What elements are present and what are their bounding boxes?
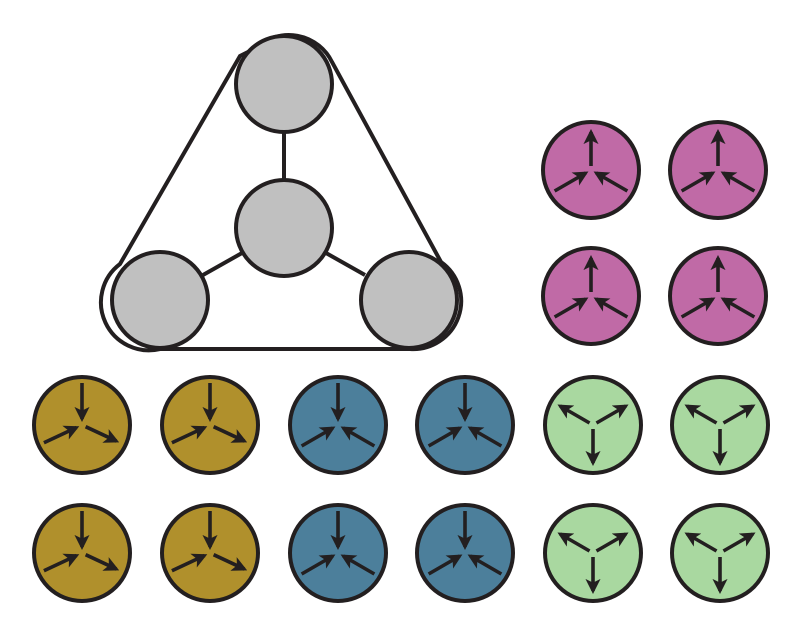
- spin-icon-down-in-left-in-right-out: [32, 375, 132, 475]
- spin-icon-all-in: [288, 503, 388, 603]
- spin-icon-down-in-left-in-right-out: [32, 503, 132, 603]
- spin-arrow-out: [595, 404, 629, 425]
- spin-icon-up-out-two-in: [668, 246, 768, 346]
- spin-circle: [670, 375, 770, 475]
- spin-arrow-in: [300, 554, 336, 576]
- spin-arrow-out: [212, 425, 248, 443]
- spin-arrow-in: [43, 425, 80, 445]
- spin-arrow-in: [43, 553, 80, 573]
- spin-circle: [415, 375, 515, 475]
- spin-arrow-in: [593, 297, 629, 319]
- spin-arrow-out: [684, 404, 718, 425]
- node-left: [110, 250, 210, 350]
- spin-arrow-in: [680, 297, 716, 319]
- triangle-outline: [98, 33, 464, 353]
- spin-icon-up-out-two-in: [541, 246, 641, 346]
- spin-icon-all-in: [415, 375, 515, 475]
- spin-circle: [160, 375, 260, 475]
- template-triangle: [98, 33, 464, 353]
- spin-icon-up-out-two-in: [668, 120, 768, 220]
- spin-icon-up-out-two-in: [541, 120, 641, 220]
- spin-arrow-in: [467, 426, 503, 448]
- spin-circle: [32, 375, 132, 475]
- spin-arrow-out: [557, 532, 591, 553]
- spin-arrow-out: [212, 553, 248, 571]
- spin-icon-down-in-left-in-right-out: [160, 375, 260, 475]
- spin-icon-down-in-left-in-right-out: [160, 503, 260, 603]
- spin-arrow-out: [722, 532, 756, 553]
- spin-circle: [543, 375, 643, 475]
- template-edges: [202, 132, 366, 277]
- spin-arrow-in: [720, 297, 756, 319]
- spin-circle: [668, 120, 768, 220]
- spin-arrow-in: [171, 425, 208, 445]
- spin-arrow-in: [680, 171, 716, 193]
- spin-arrow-out: [84, 553, 120, 571]
- spin-group-green: [543, 375, 770, 603]
- spin-groups: [32, 120, 770, 603]
- spin-icon-all-out: [543, 375, 643, 475]
- spin-arrow-in: [340, 554, 376, 576]
- spin-circle: [668, 246, 768, 346]
- spin-group-gold: [32, 375, 260, 603]
- spin-circle: [541, 120, 641, 220]
- node-center: [234, 178, 334, 278]
- spin-group-blue: [288, 375, 515, 603]
- spin-arrow-out: [84, 425, 120, 443]
- spin-arrow-in: [427, 426, 463, 448]
- spin-icon-all-out: [543, 503, 643, 603]
- spin-arrow-in: [553, 171, 589, 193]
- spin-arrow-out: [722, 404, 756, 425]
- spin-arrow-in: [467, 554, 503, 576]
- spin-circle: [543, 503, 643, 603]
- edge-center-right: [325, 251, 366, 277]
- spin-icon-all-out: [670, 375, 770, 475]
- spin-circle: [288, 503, 388, 603]
- spin-arrow-out: [595, 532, 629, 553]
- spin-icon-all-out: [670, 503, 770, 603]
- spin-circle: [160, 503, 260, 603]
- spin-circle: [415, 503, 515, 603]
- spin-icon-all-in: [288, 375, 388, 475]
- spin-circle: [541, 246, 641, 346]
- spin-arrow-in: [553, 297, 589, 319]
- spin-circle: [670, 503, 770, 603]
- node-top: [234, 34, 334, 134]
- spin-arrow-in: [427, 554, 463, 576]
- spin-arrow-in: [340, 426, 376, 448]
- spin-icon-all-in: [415, 503, 515, 603]
- spin-group-magenta: [541, 120, 768, 346]
- spin-arrow-out: [684, 532, 718, 553]
- spin-circle: [288, 375, 388, 475]
- spin-arrow-out: [557, 404, 591, 425]
- spin-circle: [32, 503, 132, 603]
- spin-arrow-in: [593, 171, 629, 193]
- spin-arrow-in: [300, 426, 336, 448]
- node-right: [359, 250, 459, 350]
- spin-arrow-in: [171, 553, 208, 573]
- spin-arrow-in: [720, 171, 756, 193]
- edge-center-left: [202, 251, 243, 277]
